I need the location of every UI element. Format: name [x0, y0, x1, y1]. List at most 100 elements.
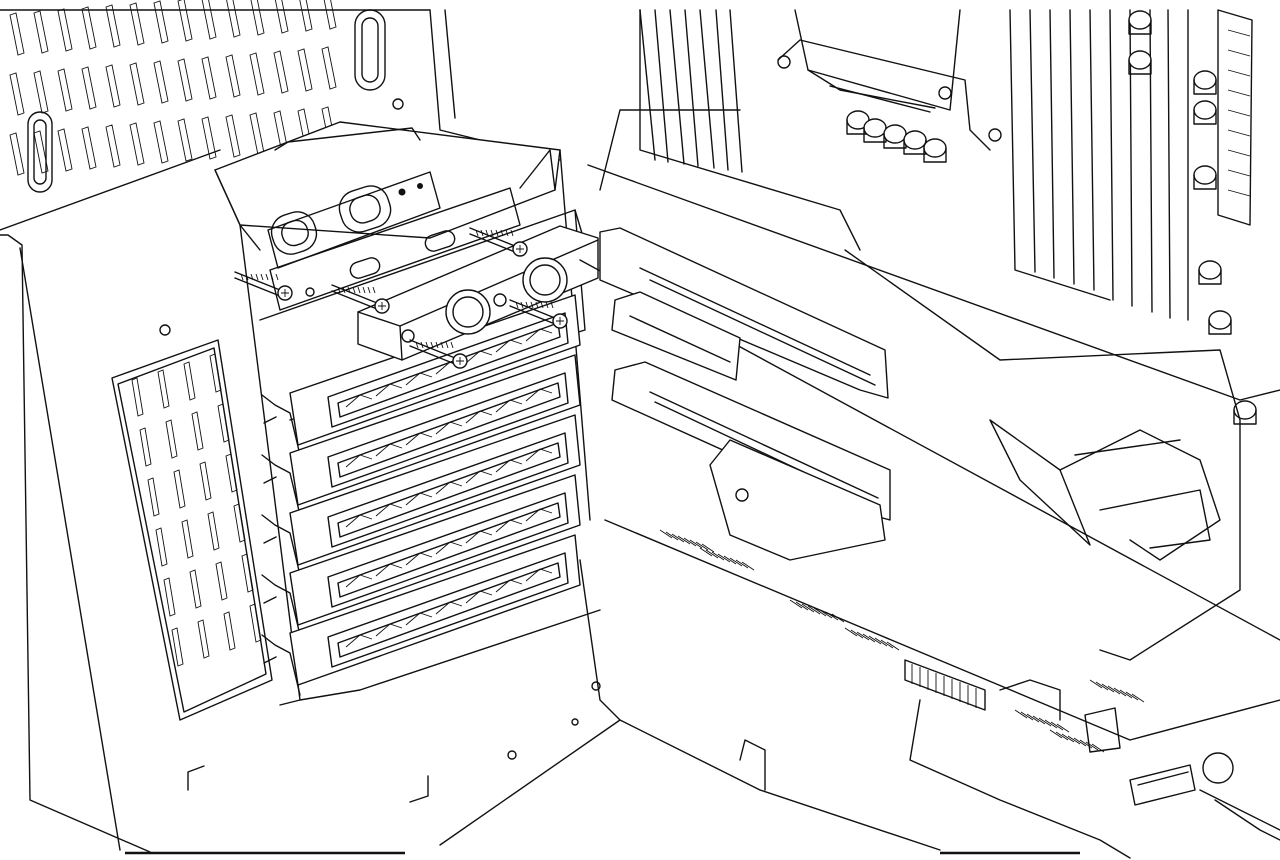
- ventilation-slots-lower: [131, 353, 262, 667]
- header-pin: [1107, 685, 1121, 695]
- chassis-side-panel: [0, 0, 1080, 855]
- header-pin: [1131, 693, 1145, 703]
- header-pin: [1049, 729, 1063, 739]
- header-pin: [729, 557, 743, 567]
- screw: [509, 299, 556, 319]
- header-pin: [1073, 737, 1087, 747]
- header-pin: [850, 629, 864, 639]
- vent-slot: [57, 8, 73, 52]
- vent-slot: [201, 0, 217, 40]
- header-pin: [1095, 681, 1109, 691]
- vent-slot: [241, 553, 254, 593]
- header-pin: [1101, 683, 1115, 693]
- pci-slot-cover: [289, 354, 581, 506]
- header-pin: [683, 537, 697, 547]
- header-pin: [1079, 739, 1093, 749]
- pci-slot-cover: [289, 534, 581, 686]
- pin-headers: [659, 529, 1145, 753]
- vent-slot: [273, 50, 289, 94]
- header-pin: [741, 561, 755, 571]
- vent-slot: [157, 369, 170, 409]
- header-pin: [1113, 687, 1127, 697]
- header-pin: [689, 539, 703, 549]
- header-pin: [819, 609, 833, 619]
- capacitor: [923, 138, 947, 158]
- vent-slot: [153, 120, 169, 164]
- screw: [409, 339, 456, 359]
- header-pin: [862, 633, 876, 643]
- vent-slot: [105, 4, 121, 48]
- capacitor: [1198, 260, 1222, 280]
- vent-slot: [177, 58, 193, 102]
- vent-slot: [153, 60, 169, 104]
- screw: [469, 227, 516, 247]
- header-pin: [1055, 731, 1069, 741]
- cable-cutout: [354, 9, 386, 91]
- vent-slot: [33, 10, 49, 54]
- vent-slot: [105, 64, 121, 108]
- vent-slot: [225, 453, 238, 493]
- header-pin: [831, 613, 845, 623]
- header-pin: [880, 639, 894, 649]
- vrm-heatsink: [1009, 9, 1189, 321]
- vent-slot: [209, 353, 222, 393]
- vent-slot: [183, 361, 196, 401]
- header-pin: [1026, 713, 1040, 723]
- header-pin: [1125, 691, 1139, 701]
- vent-slot: [57, 128, 73, 172]
- header-pin: [801, 603, 815, 613]
- vent-slot: [33, 70, 49, 114]
- capacitor: [1128, 50, 1152, 70]
- vent-slot: [274, 0, 289, 34]
- header-pin: [705, 549, 719, 559]
- vent-slot: [217, 403, 230, 443]
- vent-slot: [129, 2, 145, 46]
- vent-slot: [191, 411, 204, 451]
- screw: [331, 284, 378, 304]
- rog-logo-shroud: [844, 249, 1241, 661]
- header-pin: [807, 605, 821, 615]
- vent-slot: [207, 511, 220, 551]
- pin-headers: [1217, 9, 1253, 226]
- motherboard: [439, 9, 1280, 859]
- vent-slot: [171, 627, 184, 667]
- vent-slot: [225, 54, 241, 98]
- vent-slot: [321, 46, 337, 90]
- header-pin: [1038, 717, 1052, 727]
- capacitor: [1193, 70, 1217, 90]
- header-pin: [699, 547, 713, 557]
- vent-slot: [155, 527, 168, 567]
- ventilation-slots-top: [9, 0, 337, 176]
- vent-slot: [129, 62, 145, 106]
- header-pin: [856, 631, 870, 641]
- vent-slot: [323, 0, 337, 30]
- screw: [234, 271, 281, 291]
- vent-slot: [81, 6, 97, 50]
- vent-slot: [173, 469, 186, 509]
- usb-header: [904, 659, 986, 711]
- header-pin: [1067, 735, 1081, 745]
- vent-slot: [249, 112, 265, 156]
- vent-slot: [225, 114, 241, 158]
- pcie-slots: [599, 227, 891, 561]
- vent-slot: [139, 427, 152, 467]
- header-pin: [1119, 689, 1133, 699]
- pci-slot-covers: [261, 294, 581, 696]
- vent-slot: [201, 116, 217, 160]
- capacitor: [1128, 10, 1152, 30]
- fitting-mount-block: [357, 225, 599, 361]
- vent-slot: [129, 122, 145, 166]
- header-pin: [789, 599, 803, 609]
- ram-slots: [639, 9, 743, 173]
- vent-slot: [197, 619, 210, 659]
- vent-panel-lower: [111, 339, 273, 721]
- header-pin: [665, 531, 679, 541]
- header-pin: [844, 627, 858, 637]
- vent-slot: [249, 52, 265, 96]
- vent-slot: [297, 48, 313, 92]
- header-pin: [1061, 733, 1075, 743]
- header-pin: [1089, 679, 1103, 689]
- vent-slot: [233, 503, 246, 543]
- header-pin: [1032, 715, 1046, 725]
